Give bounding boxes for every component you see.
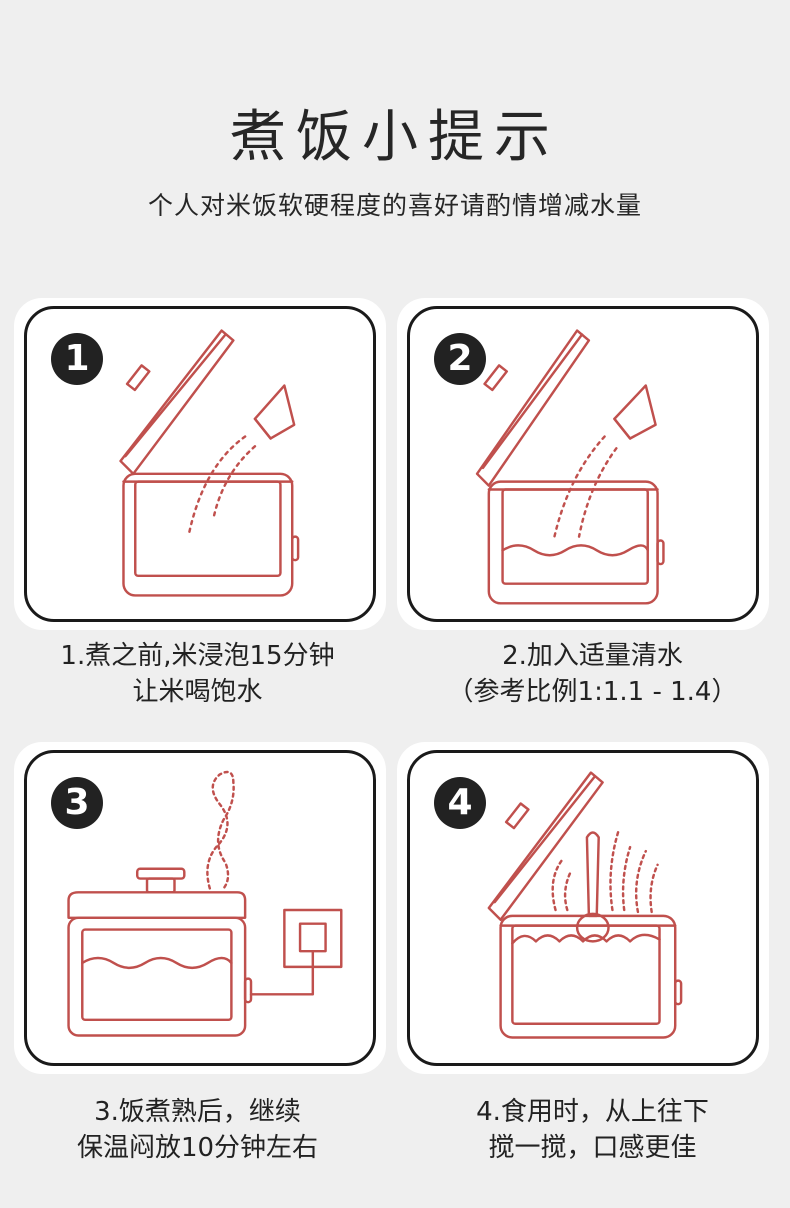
step-3-card: 3 [14, 742, 386, 1074]
rice-cooker-stir-icon [487, 771, 683, 1039]
step-1-badge: 1 [51, 333, 103, 385]
step-3-caption: 3.饭煮熟后，继续 保温闷放10分钟左右 [0, 1094, 395, 1166]
step-4-caption: 4.食用时，从上往下 搅一搅，口感更佳 [395, 1094, 790, 1166]
step-1-card: 1 [14, 298, 386, 630]
step-2-caption-line2: （参考比例1:1.1 - 1.4） [447, 677, 738, 707]
step-3-caption-line2: 保温闷放10分钟左右 [76, 1133, 319, 1163]
page-subtitle: 个人对米饭软硬程度的喜好请酌情增减水量 [147, 191, 642, 220]
rice-cooker-steam-plug-icon [67, 770, 343, 1037]
step-2-caption-line1: 2.加入适量清水 [502, 641, 683, 671]
step-4-card: 4 [397, 742, 769, 1074]
step-3-caption-line1: 3.饭煮熟后，继续 [94, 1097, 301, 1127]
step-1-caption-line1: 1.煮之前,米浸泡15分钟 [60, 641, 335, 671]
step-1-caption-line2: 让米喝饱水 [132, 677, 263, 707]
step-4-badge: 4 [434, 777, 486, 829]
step-1-caption: 1.煮之前,米浸泡15分钟 让米喝饱水 [0, 638, 395, 710]
step-4-caption-line2: 搅一搅，口感更佳 [488, 1133, 697, 1163]
rice-cooker-water-icon [475, 329, 665, 605]
step-4-caption-line1: 4.食用时，从上往下 [476, 1097, 709, 1127]
step-3-badge: 3 [51, 777, 103, 829]
page-title: 煮饭小提示 [230, 105, 560, 170]
step-2-card: 2 [397, 298, 769, 630]
step-2-caption: 2.加入适量清水 （参考比例1:1.1 - 1.4） [395, 638, 790, 710]
rice-cooker-open-pour-icon [119, 329, 300, 597]
step-2-badge: 2 [434, 333, 486, 385]
